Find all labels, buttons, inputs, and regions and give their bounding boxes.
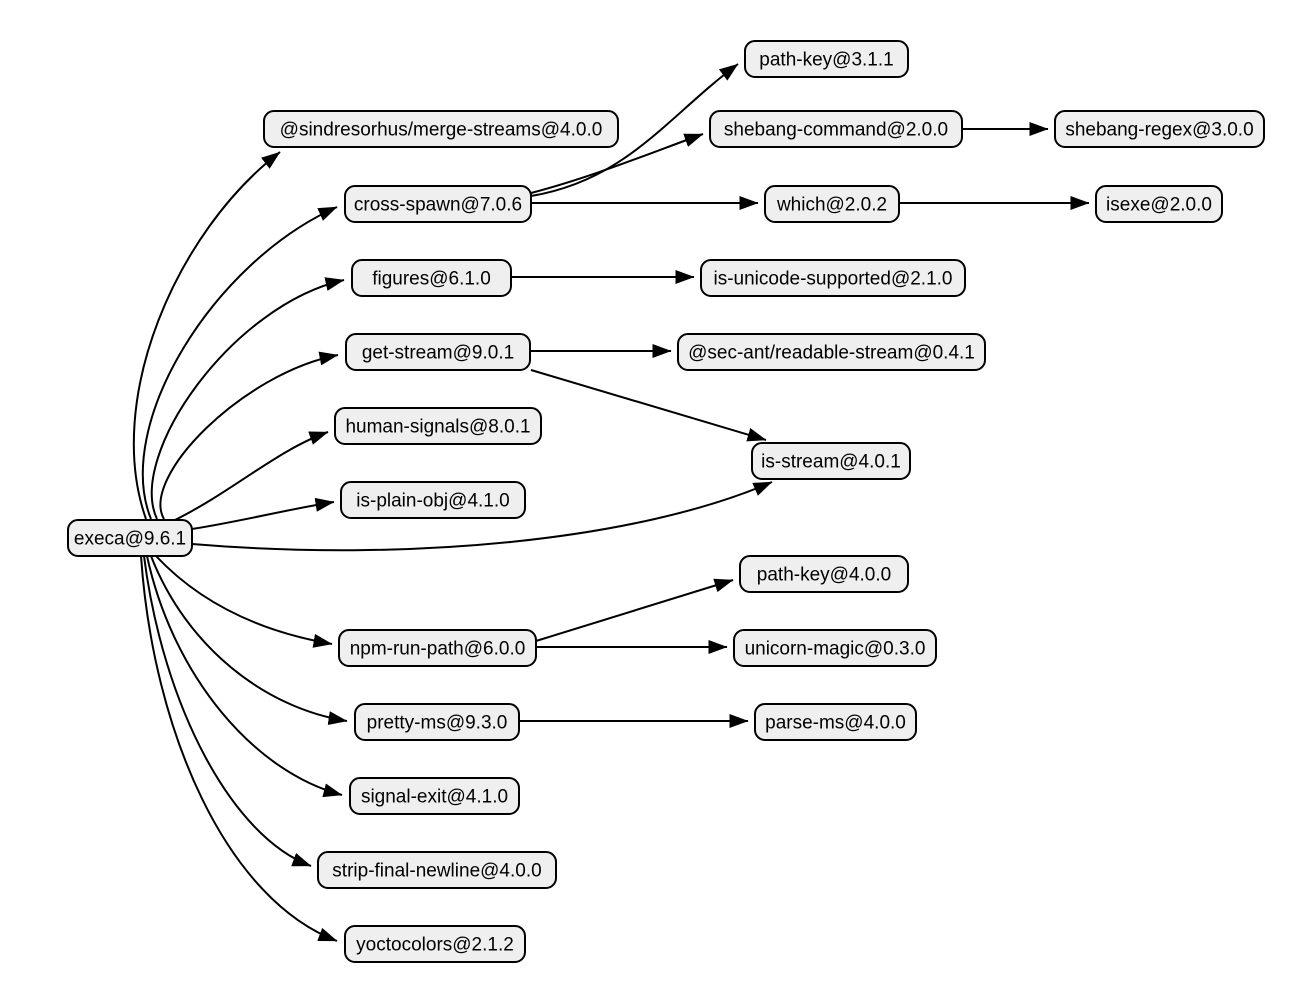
node-box-path-key-4	[739, 555, 909, 593]
edge-execa-yoctocolors	[140, 555, 338, 942]
node-label-isexe: isexe@2.0.0	[1106, 195, 1212, 216]
node-box-figures	[351, 259, 512, 297]
node-box-pretty-ms	[354, 703, 520, 741]
node-label-path-key-4: path-key@4.0.0	[757, 565, 891, 586]
node-shebang-regex[interactable]: shebang-regex@3.0.0	[1054, 110, 1265, 148]
node-box-isexe	[1095, 185, 1223, 223]
node-label-sindresorhus-merge-streams: @sindresorhus/merge-streams@4.0.0	[280, 120, 603, 141]
node-box-strip-final-newline	[317, 851, 557, 889]
node-npm-run-path[interactable]: npm-run-path@6.0.0	[338, 629, 537, 667]
node-box-human-signals	[334, 407, 542, 445]
edge-execa-is-plain-obj	[191, 497, 335, 530]
node-box-cross-spawn	[344, 185, 532, 223]
node-get-stream[interactable]: get-stream@9.0.1	[345, 333, 531, 371]
node-label-which: which@2.0.2	[776, 195, 887, 216]
node-is-unicode-supported[interactable]: is-unicode-supported@2.1.0	[700, 259, 966, 297]
node-box-sindresorhus-merge-streams	[263, 110, 619, 148]
node-parse-ms[interactable]: parse-ms@4.0.0	[754, 703, 917, 741]
node-label-npm-run-path: npm-run-path@6.0.0	[350, 639, 526, 660]
node-label-is-unicode-supported: is-unicode-supported@2.1.0	[714, 269, 953, 290]
node-label-figures: figures@6.1.0	[372, 269, 491, 290]
node-box-npm-run-path	[338, 629, 537, 667]
node-signal-exit[interactable]: signal-exit@4.1.0	[349, 777, 520, 815]
node-execa[interactable]: execa@9.6.1	[67, 519, 193, 557]
node-figures[interactable]: figures@6.1.0	[351, 259, 512, 297]
node-sec-ant-readable-stream[interactable]: @sec-ant/readable-stream@0.4.1	[677, 333, 986, 371]
edge-execa-human-signals	[172, 431, 329, 522]
edge-execa-get-stream	[159, 351, 339, 520]
node-label-is-stream: is-stream@4.0.1	[761, 452, 901, 473]
node-shebang-command[interactable]: shebang-command@2.0.0	[709, 110, 963, 148]
node-yoctocolors[interactable]: yoctocolors@2.1.2	[344, 925, 526, 963]
node-sindresorhus-merge-streams[interactable]: @sindresorhus/merge-streams@4.0.0	[263, 110, 619, 148]
node-strip-final-newline[interactable]: strip-final-newline@4.0.0	[317, 851, 557, 889]
node-box-sec-ant-readable-stream	[677, 333, 986, 371]
node-label-sec-ant-readable-stream: @sec-ant/readable-stream@0.4.1	[688, 343, 975, 364]
node-box-parse-ms	[754, 703, 917, 741]
edge-execa-npm-run-path	[155, 555, 333, 648]
edge-get-stream-is-stream	[530, 369, 767, 442]
edge-npm-run-path-path-key-4	[535, 578, 734, 642]
node-box-shebang-regex	[1054, 110, 1265, 148]
edge-execa-signal-exit	[146, 555, 343, 798]
node-box-get-stream	[345, 333, 531, 371]
node-is-plain-obj[interactable]: is-plain-obj@4.1.0	[340, 481, 526, 519]
node-box-is-plain-obj	[340, 481, 526, 519]
node-label-execa: execa@9.6.1	[74, 529, 186, 550]
node-label-signal-exit: signal-exit@4.1.0	[361, 787, 508, 808]
node-box-yoctocolors	[344, 925, 526, 963]
node-path-key-3[interactable]: path-key@3.1.1	[744, 40, 909, 78]
node-box-signal-exit	[349, 777, 520, 815]
node-box-is-unicode-supported	[700, 259, 966, 297]
edge-execa-figures	[150, 277, 345, 520]
node-label-pretty-ms: pretty-ms@9.3.0	[367, 713, 508, 734]
node-path-key-4[interactable]: path-key@4.0.0	[739, 555, 909, 593]
node-box-unicorn-magic	[733, 629, 937, 667]
node-label-yoctocolors: yoctocolors@2.1.2	[356, 935, 514, 956]
node-unicorn-magic[interactable]: unicorn-magic@0.3.0	[733, 629, 937, 667]
node-label-strip-final-newline: strip-final-newline@4.0.0	[332, 861, 541, 882]
node-which[interactable]: which@2.0.2	[764, 185, 900, 223]
node-label-get-stream: get-stream@9.0.1	[362, 343, 514, 364]
node-label-unicorn-magic: unicorn-magic@0.3.0	[745, 639, 926, 660]
node-box-shebang-command	[709, 110, 963, 148]
node-pretty-ms[interactable]: pretty-ms@9.3.0	[354, 703, 520, 741]
node-label-parse-ms: parse-ms@4.0.0	[765, 713, 906, 734]
node-label-cross-spawn: cross-spawn@7.0.6	[354, 195, 522, 216]
node-box-path-key-3	[744, 40, 909, 78]
node-box-which	[764, 185, 900, 223]
node-label-shebang-command: shebang-command@2.0.0	[724, 120, 948, 141]
node-cross-spawn[interactable]: cross-spawn@7.0.6	[344, 185, 532, 223]
node-label-path-key-3: path-key@3.1.1	[759, 50, 893, 71]
node-box-is-stream	[751, 442, 911, 480]
edge-execa-pretty-ms	[150, 555, 348, 726]
node-box-execa	[67, 519, 193, 557]
node-is-stream[interactable]: is-stream@4.0.1	[751, 442, 911, 480]
edge-execa-strip-final-newline	[143, 555, 312, 867]
edge-execa-cross-spawn	[141, 206, 338, 520]
node-label-human-signals: human-signals@8.0.1	[345, 417, 530, 438]
node-isexe[interactable]: isexe@2.0.0	[1095, 185, 1223, 223]
node-label-is-plain-obj: is-plain-obj@4.1.0	[356, 491, 509, 512]
node-human-signals[interactable]: human-signals@8.0.1	[334, 407, 542, 445]
node-label-shebang-regex: shebang-regex@3.0.0	[1065, 120, 1253, 141]
edge-execa-sindresorhus-merge-streams	[132, 151, 281, 520]
